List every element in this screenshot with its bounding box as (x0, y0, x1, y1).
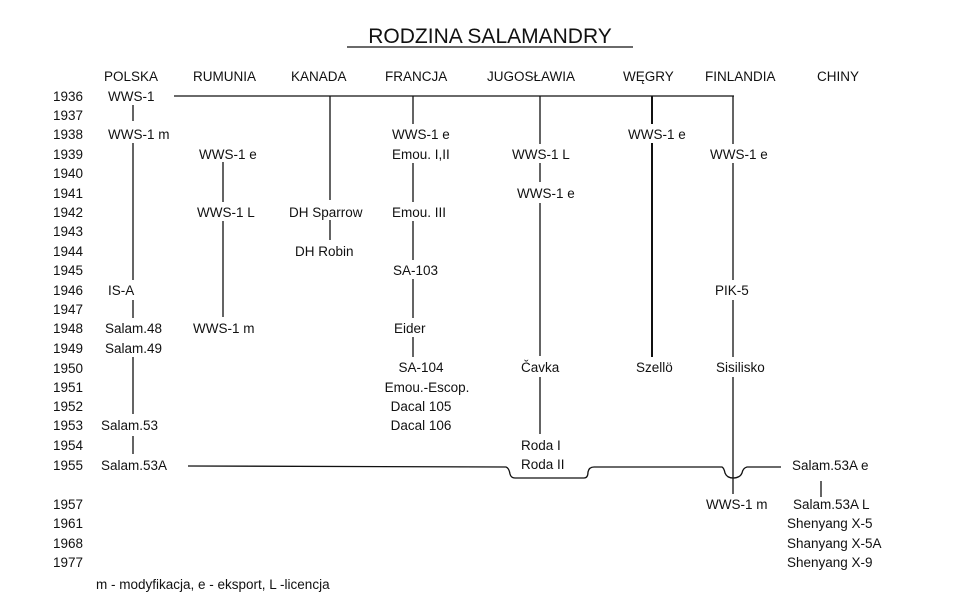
model-label: Roda II (521, 457, 565, 472)
year-label: 1938 (53, 127, 83, 142)
header-rumunia: RUMUNIA (193, 69, 256, 84)
model-label: Sisilisko (716, 360, 765, 375)
year-label: 1968 (53, 536, 83, 551)
model-label: WWS-1 m (193, 321, 255, 336)
year-label: 1949 (53, 341, 83, 356)
header-wegry: WĘGRY (623, 69, 674, 84)
header-kanada: KANADA (291, 69, 347, 84)
lineage-lines (132, 95, 822, 497)
model-label: Shanyang X-5A (787, 536, 882, 551)
year-label: 1954 (53, 438, 84, 453)
year-axis: 1936 1937 1938 1939 1940 1941 1942 1943 1944 1945… (53, 89, 84, 570)
model-label: WWS-1 m (108, 127, 170, 142)
model-label: WWS-1 L (197, 205, 255, 220)
model-label: Salam.53A (101, 458, 167, 473)
column-kanada: DH Sparrow DH Robin (289, 205, 363, 259)
model-label: PIK-5 (715, 283, 749, 298)
year-label: 1950 (53, 361, 83, 376)
header-francja: FRANCJA (385, 69, 447, 84)
model-label: Salam.53A e (792, 458, 869, 473)
model-label: Emou. I,II (392, 147, 450, 162)
model-label: WWS-1 (108, 89, 155, 104)
model-label: Emou. III (392, 205, 446, 220)
year-label: 1955 (53, 458, 83, 473)
model-label: WWS-1 L (512, 147, 570, 162)
header-polska: POLSKA (104, 69, 158, 84)
year-label: 1952 (53, 399, 83, 414)
header-jugoslawia: JUGOSŁAWIA (487, 69, 575, 84)
model-label: Salam.53A L (793, 497, 870, 512)
year-label: 1937 (53, 108, 83, 123)
model-label: WWS-1 m (706, 497, 768, 512)
column-chiny: Salam.53A e Salam.53A L Shenyang X-5 Sha… (787, 458, 882, 570)
year-label: 1942 (53, 205, 83, 220)
model-label: DH Sparrow (289, 205, 363, 220)
model-label: SA-104 (398, 360, 444, 375)
column-rumunia: WWS-1 e WWS-1 L WWS-1 m (193, 147, 257, 336)
year-label: 1939 (53, 147, 83, 162)
column-wegry: WWS-1 e Szellö (628, 127, 686, 375)
country-headers: POLSKA RUMUNIA KANADA FRANCJA JUGOSŁAWIA… (104, 69, 859, 84)
model-label: SA-103 (393, 263, 438, 278)
model-label: Shenyang X-9 (787, 555, 873, 570)
legend: m - modyfikacja, e - eksport, L -licencj… (96, 577, 330, 592)
year-label: 1945 (53, 263, 83, 278)
year-label: 1941 (53, 186, 83, 201)
year-label: 1977 (53, 555, 83, 570)
model-label: WWS-1 e (517, 186, 575, 201)
year-label: 1951 (53, 380, 83, 395)
model-label: Shenyang X-5 (787, 516, 873, 531)
diagram-title: RODZINA SALAMANDRY (368, 25, 612, 48)
header-chiny: CHINY (817, 69, 859, 84)
model-label: WWS-1 e (710, 147, 768, 162)
year-label: 1953 (53, 418, 83, 433)
model-label: WWS-1 e (628, 127, 686, 142)
year-label: 1957 (53, 497, 83, 512)
model-label: DH Robin (295, 244, 354, 259)
model-label: WWS-1 e (199, 147, 257, 162)
year-label: 1948 (53, 321, 83, 336)
model-label: Dacal 106 (391, 418, 452, 433)
model-label: IS-A (108, 283, 134, 298)
model-label: Salam.53 (101, 418, 158, 433)
year-label: 1947 (53, 302, 83, 317)
model-label: Salam.48 (105, 321, 162, 336)
column-francja: WWS-1 e Emou. I,II Emou. III SA-103 Eide… (385, 127, 470, 433)
model-label: Emou.-Escop. (385, 380, 470, 395)
year-label: 1946 (53, 283, 83, 298)
column-jugoslawia: WWS-1 L WWS-1 e Čavka Roda I Roda II (512, 147, 575, 472)
column-finlandia: WWS-1 e PIK-5 Sisilisko WWS-1 m (706, 147, 768, 512)
year-label: 1936 (53, 89, 83, 104)
model-label: Szellö (636, 360, 673, 375)
year-label: 1940 (53, 166, 83, 181)
model-label: WWS-1 e (392, 127, 450, 142)
model-label: Čavka (521, 360, 560, 375)
year-label: 1944 (53, 244, 84, 259)
model-label: Dacal 105 (391, 399, 452, 414)
column-polska: WWS-1 WWS-1 m IS-A Salam.48 Salam.49 Sal… (101, 89, 170, 473)
header-finlandia: FINLANDIA (705, 69, 776, 84)
model-label: Roda I (521, 438, 561, 453)
model-label: Eider (394, 321, 426, 336)
model-label: Salam.49 (105, 341, 162, 356)
year-label: 1961 (53, 516, 83, 531)
year-label: 1943 (53, 224, 83, 239)
